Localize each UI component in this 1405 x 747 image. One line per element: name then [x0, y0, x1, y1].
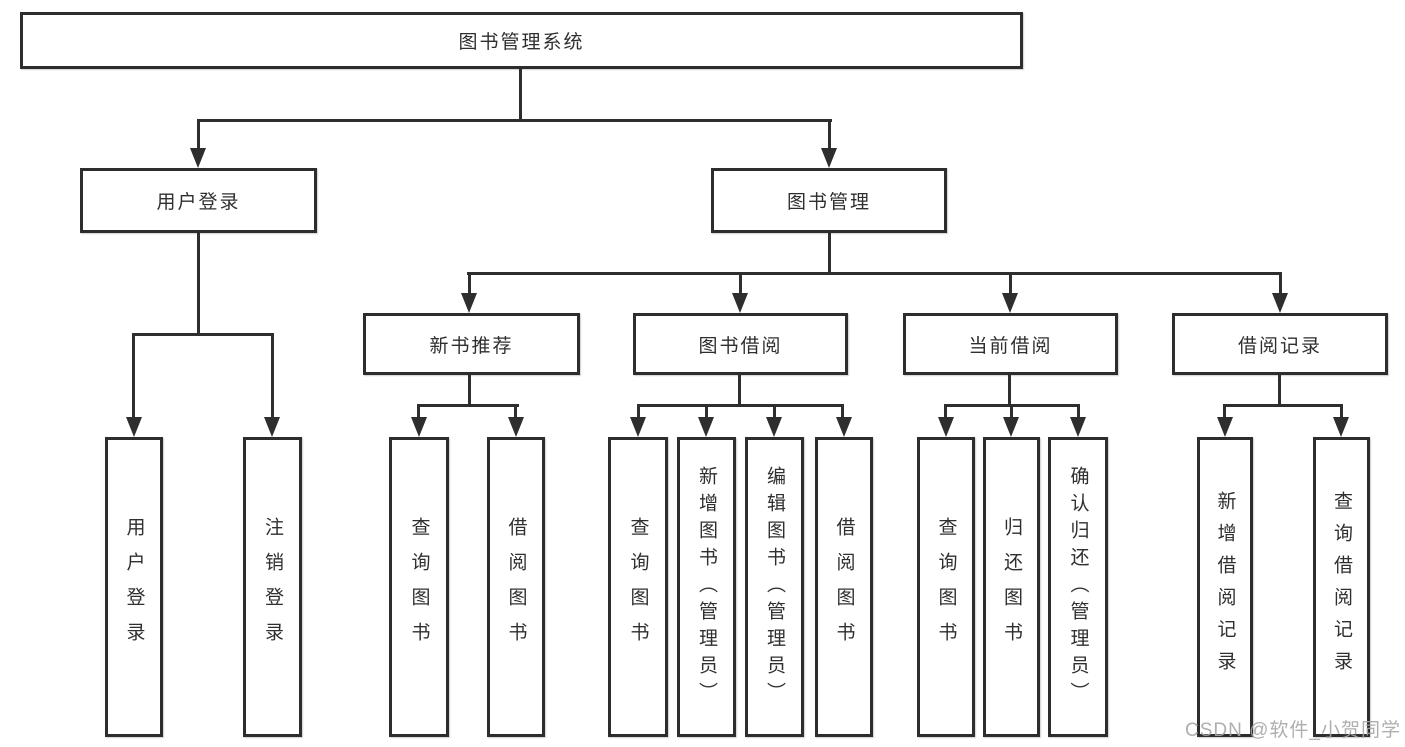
arrowhead-down-icon: [766, 417, 782, 437]
arrowhead-down-icon: [1272, 293, 1288, 313]
leaf-records-add-record: 新增借阅记录: [1197, 437, 1253, 737]
connector-drop: [1223, 404, 1226, 420]
leaf-current-return-book: 归还图书: [983, 437, 1040, 737]
connector-drop: [1009, 272, 1012, 295]
arrowhead-down-icon: [461, 293, 477, 313]
connector-records-hbar: [1223, 404, 1343, 407]
connector-login-hbar: [132, 333, 274, 336]
arrowhead-down-icon: [732, 293, 748, 313]
arrowhead-down-icon: [938, 417, 954, 437]
connector-records-trunk: [1278, 375, 1281, 407]
connector-drop: [197, 119, 200, 151]
node-label: 用户登录: [123, 517, 145, 657]
node-label: 当前借阅: [968, 335, 1053, 357]
csdn-watermark: CSDN @软件_小贺同学: [1185, 720, 1401, 741]
node-label: 借阅图书: [505, 517, 527, 657]
node-book-borrow: 图书借阅: [633, 313, 848, 375]
connector-root-trunk: [519, 69, 522, 122]
node-root-library-system: 图书管理系统: [20, 12, 1023, 69]
node-label: 图书借阅: [698, 335, 783, 357]
connector-mgmt-hbar: [467, 272, 1282, 275]
connector-recommend-hbar: [417, 404, 519, 407]
connector-drop: [944, 404, 947, 420]
node-label: 编辑图书（管理员）: [764, 465, 785, 709]
connector-recommend-trunk: [468, 375, 471, 407]
connector-drop: [705, 404, 708, 420]
connector-drop: [1010, 404, 1013, 420]
leaf-records-query-record: 查询借阅记录: [1313, 437, 1370, 737]
arrowhead-down-icon: [411, 417, 427, 437]
leaf-recommend-query-book: 查询图书: [389, 437, 449, 737]
connector-drop: [828, 119, 831, 151]
node-label: 归还图书: [1001, 517, 1022, 657]
node-label: 新增图书（管理员）: [696, 465, 717, 709]
arrowhead-down-icon: [698, 417, 714, 437]
node-label: 新书推荐: [429, 335, 514, 357]
node-borrow-records: 借阅记录: [1172, 313, 1388, 375]
node-label: 用户登录: [156, 192, 241, 213]
connector-borrow-hbar: [637, 404, 844, 407]
arrowhead-down-icon: [630, 417, 646, 437]
connector-current-trunk: [1008, 375, 1011, 407]
connector-drop: [468, 272, 471, 295]
connector-drop: [1340, 404, 1343, 420]
arrowhead-down-icon: [1217, 417, 1233, 437]
node-label: 借阅记录: [1237, 335, 1322, 357]
connector-borrow-trunk: [738, 375, 741, 407]
node-label: 图书管理系统: [458, 32, 585, 53]
arrowhead-down-icon: [1070, 417, 1086, 437]
leaf-recommend-borrow-book: 借阅图书: [487, 437, 545, 737]
connector-drop: [271, 333, 274, 419]
connector-drop: [1279, 272, 1282, 295]
node-label: 查询图书: [935, 517, 957, 657]
arrowhead-down-icon: [1003, 417, 1019, 437]
arrowhead-down-icon: [126, 417, 142, 437]
connector-drop: [773, 404, 776, 420]
connector-drop: [1077, 404, 1080, 420]
arrowhead-down-icon: [1333, 417, 1349, 437]
leaf-logout: 注销登录: [243, 437, 302, 737]
arrowhead-down-icon: [264, 417, 280, 437]
leaf-borrow-borrow-book: 借阅图书: [815, 437, 873, 737]
connector-drop: [514, 404, 517, 420]
node-label: 新增借阅记录: [1214, 491, 1236, 683]
arrowhead-down-icon: [836, 417, 852, 437]
node-label: 查询借阅记录: [1331, 491, 1352, 683]
leaf-current-query-book: 查询图书: [917, 437, 975, 737]
connector-drop: [132, 333, 135, 419]
leaf-borrow-edit-book-admin: 编辑图书（管理员）: [745, 437, 804, 737]
leaf-borrow-add-book-admin: 新增图书（管理员）: [677, 437, 736, 737]
node-label: 借阅图书: [833, 517, 855, 657]
connector-drop: [841, 404, 844, 420]
node-label: 确认归还（管理员）: [1067, 465, 1089, 709]
arrowhead-down-icon: [190, 148, 206, 168]
leaf-borrow-query-book: 查询图书: [608, 437, 668, 737]
node-current-borrow: 当前借阅: [903, 313, 1118, 375]
connector-mgmt-trunk: [828, 233, 831, 275]
leaf-user-login: 用户登录: [105, 437, 163, 737]
connector-drop: [739, 272, 742, 295]
node-new-book-recommend: 新书推荐: [363, 313, 580, 375]
connector-drop: [417, 404, 420, 420]
arrowhead-down-icon: [821, 148, 837, 168]
leaf-current-confirm-return-admin: 确认归还（管理员）: [1048, 437, 1108, 737]
connector-login-trunk: [197, 233, 200, 336]
connector-root-hbar: [197, 119, 832, 122]
arrowhead-down-icon: [1002, 293, 1018, 313]
node-label: 查询图书: [627, 517, 649, 657]
node-label: 注销登录: [262, 517, 283, 657]
node-label: 图书管理: [786, 192, 871, 213]
node-user-login: 用户登录: [80, 168, 317, 233]
node-label: 查询图书: [408, 517, 430, 657]
arrowhead-down-icon: [508, 417, 524, 437]
node-book-management: 图书管理: [711, 168, 947, 233]
connector-drop: [637, 404, 640, 420]
